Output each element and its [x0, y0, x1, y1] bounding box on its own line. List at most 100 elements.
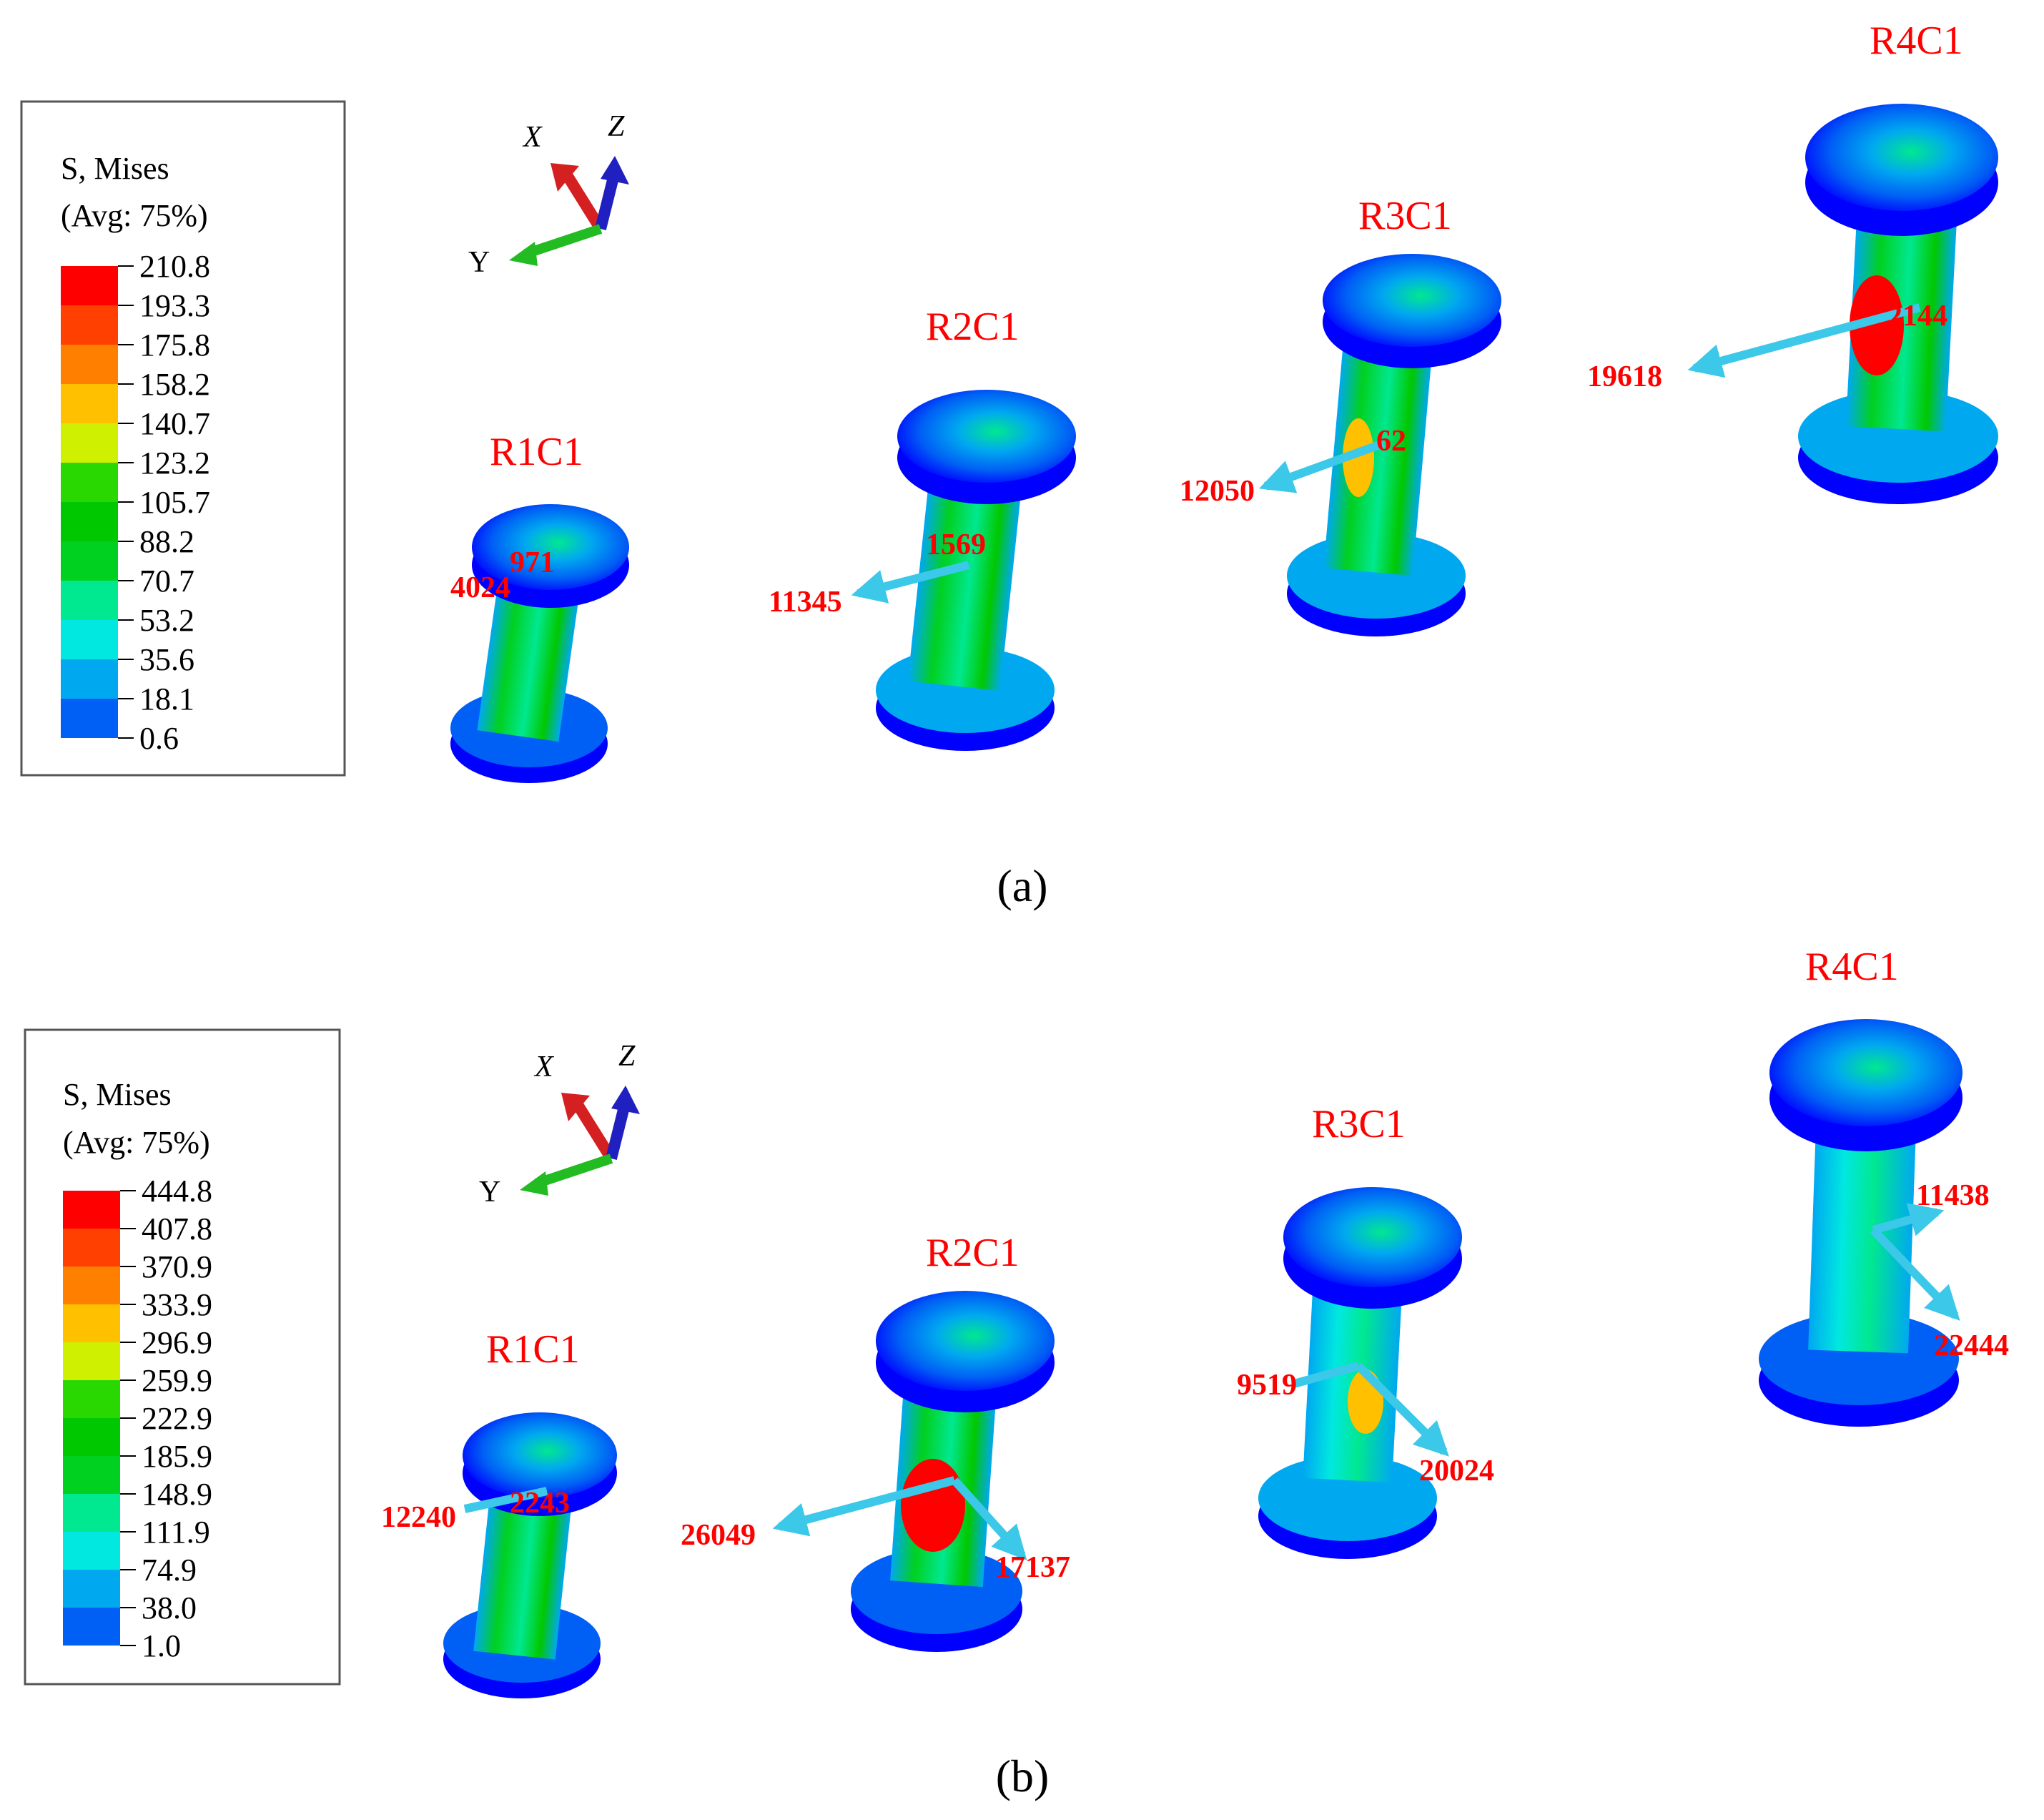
legend-value: 111.9: [142, 1515, 210, 1550]
legend-color-bar: [63, 1191, 120, 1646]
specimen-title: R1C1: [490, 430, 583, 474]
legend-swatch: [61, 699, 118, 738]
legend-value: 123.2: [139, 446, 210, 481]
legend-swatch: [63, 1494, 120, 1532]
force-label: 19618: [1587, 360, 1662, 393]
legend-swatch: [61, 423, 118, 463]
specimen-title: R2C1: [926, 1231, 1019, 1275]
specimen-r2c1-a: R2C1 11345 1569: [769, 305, 1076, 751]
x-axis-arrow: [571, 1098, 616, 1162]
force-arrow: [1872, 1203, 1945, 1236]
force-label: 26049: [681, 1519, 756, 1552]
specimen-title: R3C1: [1312, 1102, 1406, 1146]
specimen-r2c1-b: R2C1 26049 17137: [681, 1231, 1070, 1652]
legend-swatch: [63, 1532, 120, 1570]
force-label: 17137: [995, 1551, 1070, 1584]
legend-value: 140.7: [139, 406, 210, 441]
legend-color-bar: [61, 266, 118, 738]
legend-value: 74.9: [142, 1553, 197, 1588]
force-label: 12050: [1180, 475, 1255, 508]
specimen-r1c1-a: R1C1 4024 971: [450, 430, 629, 783]
legend-swatch: [61, 541, 118, 581]
legend-value: 407.8: [142, 1211, 212, 1246]
force-arrow: [951, 1477, 1027, 1561]
legend-swatch: [61, 659, 118, 699]
legend-swatch: [63, 1342, 120, 1380]
legend-a: S, Mises (Avg: 75%) 210.8193.3175.8158.2…: [20, 100, 346, 777]
legend-swatch: [61, 581, 118, 620]
legend-swatch: [63, 1418, 120, 1456]
specimen-r3c1-a: R3C1 12050 62: [1180, 194, 1501, 636]
y-axis-arrow: [534, 1154, 613, 1189]
force-arrow: [1258, 439, 1386, 493]
y-axis-label: Y: [468, 246, 490, 279]
force-label: 20024: [1419, 1455, 1494, 1487]
force-label: 22444: [1934, 1329, 2009, 1362]
legend-swatch: [63, 1570, 120, 1608]
panel-b: S, Mises (Avg: 75%) 444.8407.8370.9333.9…: [24, 945, 2009, 1801]
legend-value: 88.2: [139, 524, 194, 559]
z-axis-arrow: [606, 1100, 631, 1160]
axis-triad-a: X Z Y: [468, 110, 629, 279]
legend-value: 259.9: [142, 1363, 212, 1398]
panel-caption: (b): [996, 1751, 1050, 1801]
specimen-title: R4C1: [1870, 19, 1963, 63]
legend-swatch: [61, 305, 118, 345]
force-label: 971: [510, 546, 555, 579]
legend-subtitle: (Avg: 75%): [61, 198, 208, 233]
legend-swatch: [61, 502, 118, 541]
z-axis-label: Z: [618, 1040, 636, 1073]
legend-values: 210.8193.3175.8158.2140.7123.2105.788.27…: [118, 249, 210, 756]
legend-swatch: [61, 345, 118, 384]
legend-swatch: [63, 1456, 120, 1494]
legend-swatch: [63, 1304, 120, 1342]
force-label: 12240: [381, 1501, 456, 1534]
legend-value: 185.9: [142, 1439, 212, 1474]
force-arrow: [463, 1487, 548, 1513]
force-arrow: [1293, 1362, 1360, 1388]
legend-values: 444.8407.8370.9333.9296.9259.9222.9185.9…: [120, 1174, 212, 1663]
panel-a: S, Mises (Avg: 75%) 210.8193.3175.8158.2…: [20, 19, 1998, 911]
legend-swatch: [61, 384, 118, 423]
legend-b: S, Mises (Avg: 75%) 444.8407.8370.9333.9…: [24, 1028, 341, 1686]
x-axis-label: X: [533, 1051, 555, 1083]
force-arrow: [1355, 1362, 1449, 1457]
x-axis-label: X: [522, 121, 543, 154]
legend-value: 35.6: [139, 642, 194, 677]
legend-value: 210.8: [139, 249, 210, 284]
y-axis-arrow: [523, 224, 603, 259]
force-arrow: [1870, 1226, 1960, 1321]
legend-subtitle: (Avg: 75%): [63, 1125, 210, 1160]
legend-value: 222.9: [142, 1401, 212, 1436]
force-label: 2144: [1887, 300, 1947, 333]
z-axis-label: Z: [608, 110, 625, 143]
z-axis-head: [611, 1086, 640, 1114]
legend-swatch: [61, 620, 118, 659]
y-axis-head: [520, 1171, 548, 1196]
specimen-r3c1-b: R3C1 9519 20024: [1237, 1102, 1494, 1559]
panel-caption: (a): [997, 860, 1047, 911]
legend-title: S, Mises: [63, 1077, 172, 1112]
legend-value: 158.2: [139, 367, 210, 402]
force-label: 11345: [769, 586, 842, 619]
specimen-r4c1-a: R4C1 19618 2144: [1587, 19, 1998, 504]
specimen-r4c1-b: R4C1 11438 22444: [1759, 945, 2009, 1427]
force-label: 9519: [1237, 1369, 1297, 1402]
legend-value: 175.8: [139, 328, 210, 363]
legend-value: 370.9: [142, 1249, 212, 1284]
x-axis-head: [551, 163, 579, 192]
force-label: 4024: [450, 571, 510, 604]
legend-value: 38.0: [142, 1590, 197, 1625]
specimen-title: R4C1: [1805, 945, 1899, 989]
legend-swatch: [61, 266, 118, 305]
x-axis-head: [561, 1093, 590, 1121]
specimen-r1c1-b: R1C1 12240 2243: [381, 1327, 617, 1698]
legend-title: S, Mises: [61, 151, 169, 186]
z-axis-head: [601, 156, 629, 185]
force-label: 11438: [1916, 1179, 1990, 1212]
legend-value: 1.0: [142, 1628, 181, 1663]
axis-triad-b: X Z Y: [479, 1040, 640, 1209]
legend-value: 70.7: [139, 564, 194, 599]
legend-value: 0.6: [139, 721, 179, 756]
legend-value: 333.9: [142, 1287, 212, 1322]
